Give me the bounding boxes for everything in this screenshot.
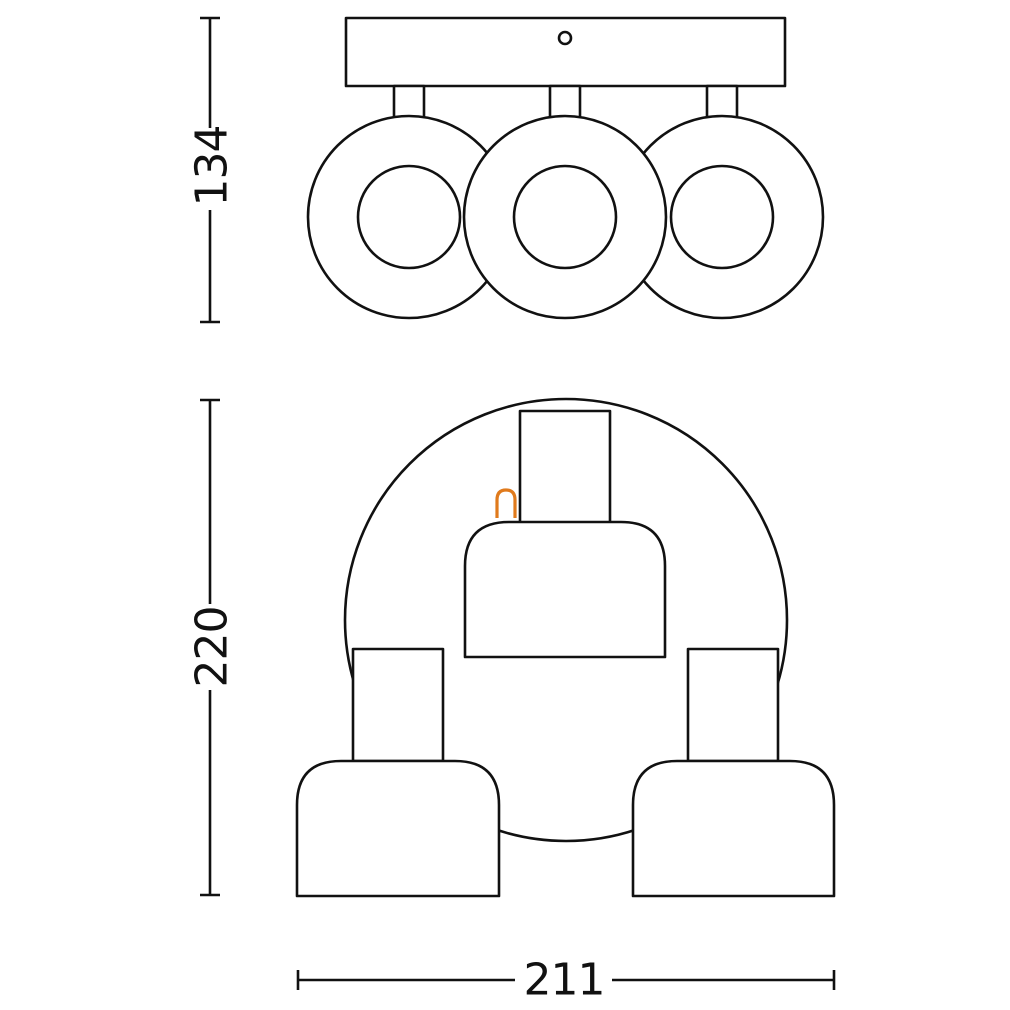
dimension-label-220: 220	[187, 607, 238, 688]
stem-right	[705, 84, 739, 120]
stem-center	[548, 84, 582, 120]
spot-center-lens	[512, 164, 618, 270]
side-view	[306, 16, 825, 320]
spot-bottom-right-head	[631, 759, 836, 898]
stem-left	[392, 84, 426, 120]
spot-top-head	[463, 520, 667, 659]
dimension-height-top: 220	[187, 398, 238, 897]
spot-right-lens	[669, 164, 775, 270]
dimension-label-134: 134	[187, 126, 238, 207]
top-view	[295, 397, 836, 898]
spot-top-arm	[518, 409, 612, 525]
dimension-width: 211	[296, 955, 836, 1006]
spot-bottom-right-arm	[686, 647, 780, 763]
mounting-bar	[344, 16, 787, 88]
spot-bottom-right	[631, 647, 836, 898]
spot-bottom-left-arm	[351, 647, 445, 763]
mounting-screw-hole	[557, 30, 573, 46]
spot-bottom-left	[295, 647, 501, 898]
spot-left-lens	[356, 164, 462, 270]
dimension-height-side: 134	[187, 16, 238, 324]
arch-mark-icon	[495, 488, 517, 518]
spot-top	[463, 409, 667, 659]
spot-bottom-left-head	[295, 759, 501, 898]
spot-center	[462, 114, 668, 320]
spot-center-outer	[462, 114, 668, 320]
dimension-label-211: 211	[524, 955, 605, 1006]
